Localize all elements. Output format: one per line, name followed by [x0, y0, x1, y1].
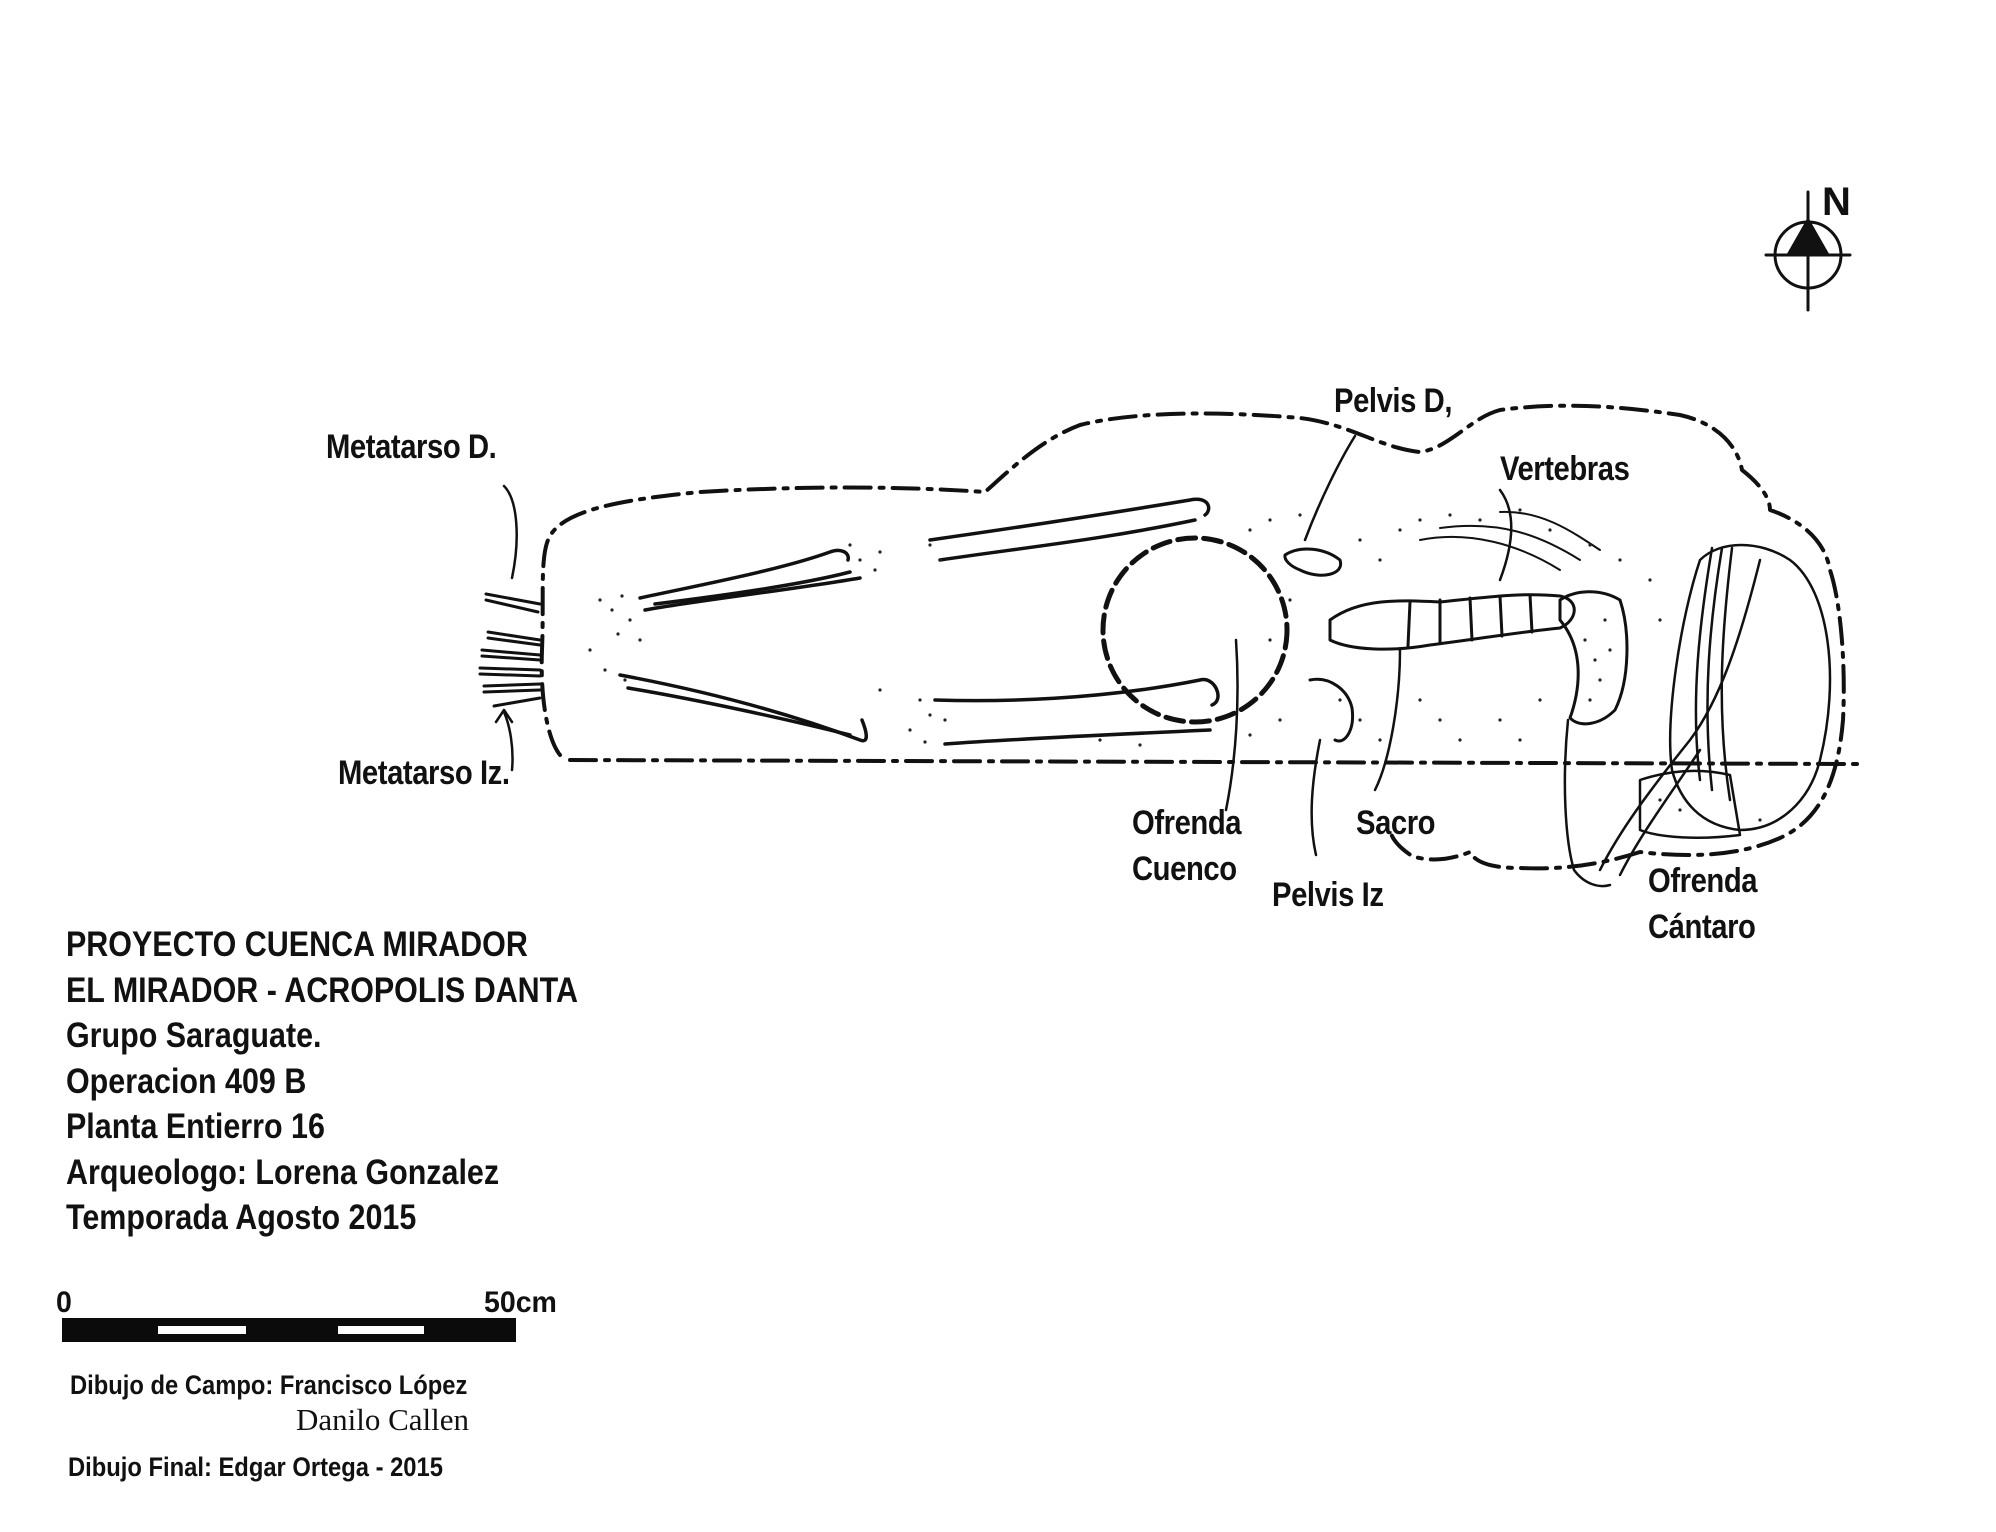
label-ofrenda-cuenco-1: Ofrenda [1132, 804, 1242, 842]
leader-lines [1224, 434, 1612, 888]
scale-bar-segment [338, 1326, 424, 1334]
label-ofrenda-cantaro-1: Ofrenda [1648, 862, 1758, 900]
group-name: Grupo Saraguate. [66, 1016, 322, 1055]
scale-end-label: 50cm [484, 1286, 557, 1319]
credit-final-drawing: Dibujo Final: Edgar Ortega - 2015 [68, 1452, 443, 1482]
tibia-fibula-upper [638, 548, 862, 612]
vertebral-column [1328, 593, 1576, 651]
label-vertebras: Vertebras [1500, 450, 1630, 488]
north-arrow-icon [1764, 190, 1852, 312]
label-metatarso-iz: Metatarso Iz. [338, 754, 510, 792]
credit-field-drawing-2: Danilo Callen [296, 1402, 470, 1437]
label-metatarso-d: Metatarso D. [326, 428, 497, 466]
burial-pit-outline [539, 403, 1846, 871]
stipple-texture [588, 508, 1762, 822]
sacrum-shape [1558, 590, 1629, 726]
operation: Operacion 409 B [66, 1061, 307, 1101]
ofrenda-cantaro-shape [1598, 543, 1832, 877]
label-pelvis-iz: Pelvis Iz [1272, 876, 1384, 914]
ofrenda-cuenco-circle [1100, 535, 1290, 725]
metatarsal-bones [478, 592, 542, 708]
tibia-fibula-lower [618, 673, 868, 743]
label-ofrenda-cantaro-2: Cántaro [1648, 908, 1756, 946]
label-sacro: Sacro [1356, 804, 1436, 842]
label-pelvis-d: Pelvis D, [1334, 382, 1453, 420]
scale-start-label: 0 [56, 1286, 72, 1319]
datum-line [568, 758, 1864, 766]
plan-name: Planta Entierro 16 [66, 1107, 325, 1146]
season: Temporada Agosto 2015 [66, 1198, 417, 1237]
credit-field-drawing: Dibujo de Campo: Francisco López [70, 1370, 468, 1400]
femur-lower [933, 677, 1220, 746]
site-name: EL MIRADOR - ACROPOLIS DANTA [66, 970, 579, 1010]
project-info-block: PROYECTO CUENCA MIRADOR EL MIRADOR - ACR… [66, 922, 578, 1241]
scale-bar [62, 1318, 516, 1342]
archaeologist: Arqueologo: Lorena Gonzalez [66, 1152, 500, 1192]
scale-bar-segment [158, 1326, 246, 1334]
femur-upper [928, 497, 1211, 562]
label-ofrenda-cuenco-2: Cuenco [1132, 850, 1237, 888]
north-label: N [1822, 180, 1851, 224]
pelvis-bones [1283, 547, 1355, 743]
project-title: PROYECTO CUENCA MIRADOR [66, 925, 528, 964]
